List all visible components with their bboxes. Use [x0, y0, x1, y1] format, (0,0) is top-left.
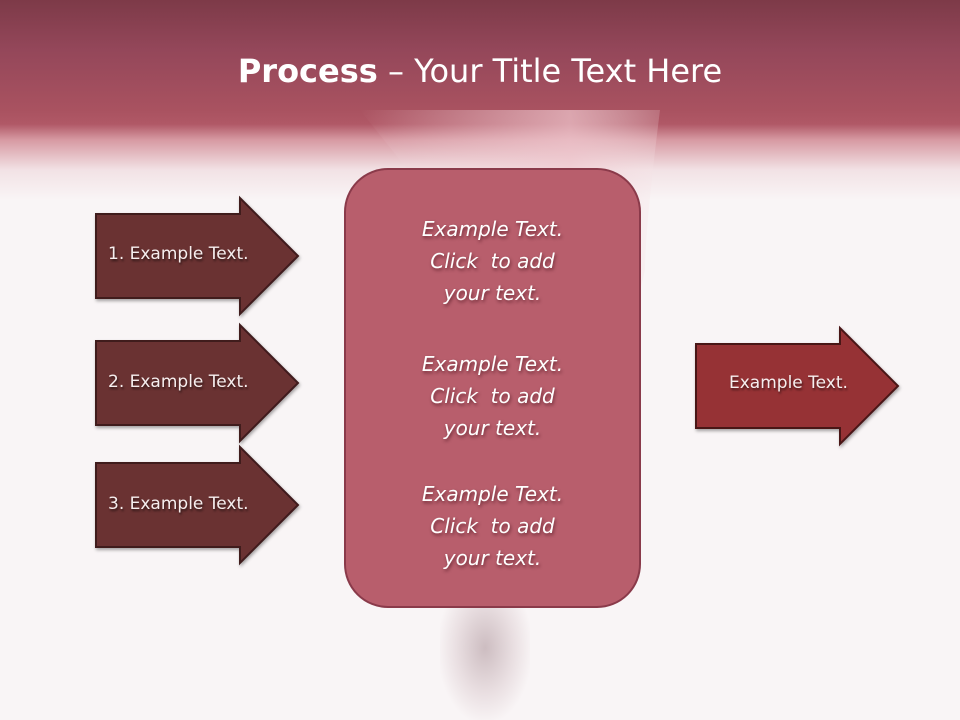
input-arrow-1[interactable] — [95, 195, 300, 317]
page-title[interactable]: Process – Your Title Text Here — [0, 52, 960, 90]
output-arrow[interactable] — [695, 325, 900, 447]
block-3-line-2: Click to add — [430, 514, 555, 538]
input-arrow-1-label: 1. Example Text. — [108, 244, 249, 264]
block-1-line-3: your text. — [443, 281, 542, 305]
title-rest: – Your Title Text Here — [377, 52, 723, 90]
block-3-line-1: Example Text. — [421, 482, 564, 506]
center-text-block-3[interactable]: Example Text. Click to add your text. — [344, 478, 641, 574]
input-arrow-2-label: 2. Example Text. — [108, 372, 249, 392]
center-text-box[interactable] — [344, 168, 641, 608]
block-3-line-3: your text. — [443, 546, 542, 570]
block-2-line-3: your text. — [443, 416, 542, 440]
block-1-line-1: Example Text. — [421, 217, 564, 241]
block-1-line-2: Click to add — [430, 249, 555, 273]
glass-stem-background — [440, 600, 530, 720]
output-arrow-label: Example Text. — [729, 373, 848, 393]
input-arrow-2[interactable] — [95, 322, 300, 444]
title-bold: Process — [237, 52, 378, 90]
block-2-line-2: Click to add — [430, 384, 555, 408]
input-arrow-3[interactable] — [95, 444, 300, 566]
input-arrow-3-label: 3. Example Text. — [108, 494, 249, 514]
block-2-line-1: Example Text. — [421, 352, 564, 376]
center-text-block-2[interactable]: Example Text. Click to add your text. — [344, 348, 641, 444]
center-text-block-1[interactable]: Example Text. Click to add your text. — [344, 213, 641, 309]
